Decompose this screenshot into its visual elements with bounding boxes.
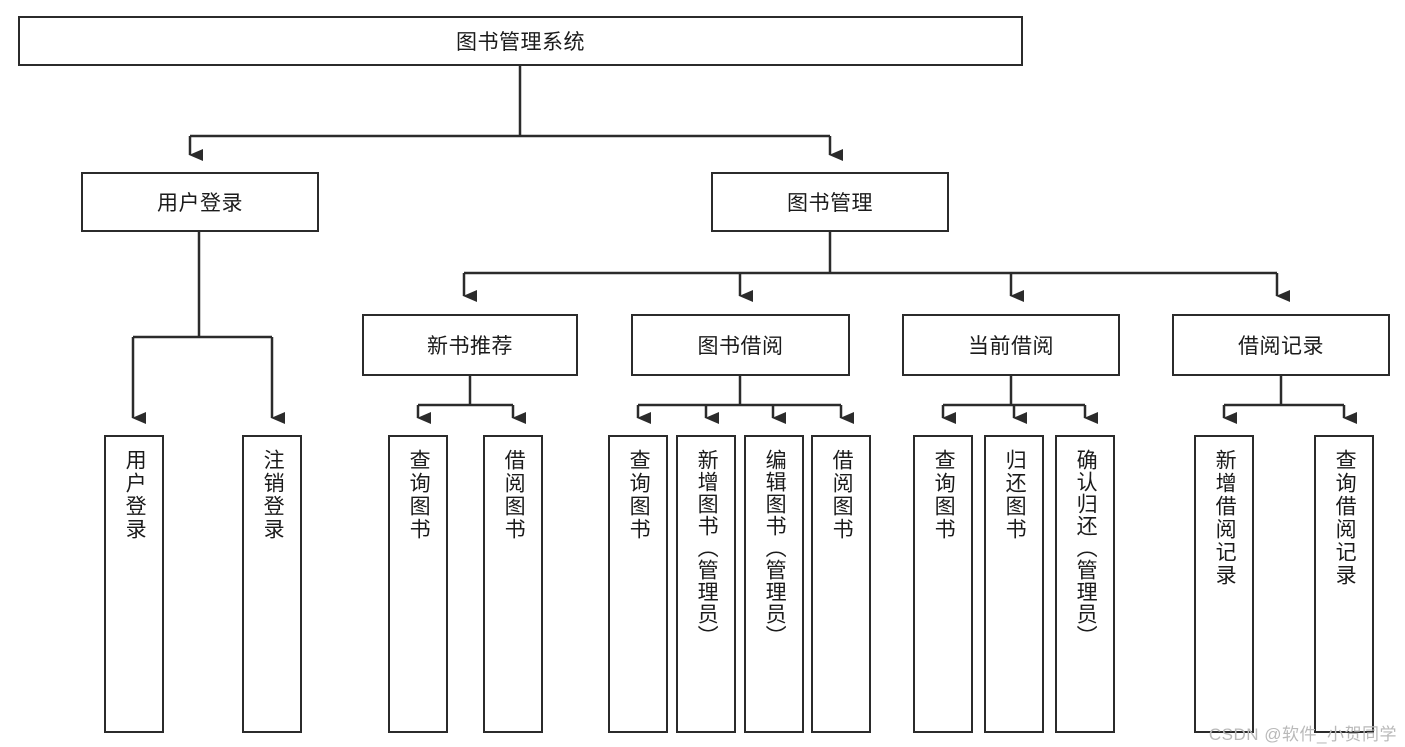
leaf-logout[interactable]: 注销登录 — [242, 435, 302, 733]
leaf-add-borrow-record[interactable]: 新增借阅记录 — [1194, 435, 1254, 733]
node-label: 新增借阅记录 — [1213, 449, 1237, 587]
leaf-return-book[interactable]: 归还图书 — [984, 435, 1044, 733]
node-label: 新增图书（管理员） — [695, 449, 719, 647]
node-new-book-recommend[interactable]: 新书推荐 — [362, 314, 578, 376]
node-label: 归还图书 — [1003, 449, 1027, 541]
node-current-borrow[interactable]: 当前借阅 — [902, 314, 1120, 376]
leaf-add-book[interactable]: 新增图书（管理员） — [676, 435, 736, 733]
node-book-borrow[interactable]: 图书借阅 — [631, 314, 850, 376]
leaf-borrow-book-borrow[interactable]: 借阅图书 — [811, 435, 871, 733]
node-label: 新书推荐 — [427, 335, 513, 358]
node-label: 借阅图书 — [502, 449, 526, 541]
leaf-confirm-return[interactable]: 确认归还（管理员） — [1055, 435, 1115, 733]
node-label: 借阅记录 — [1238, 335, 1324, 358]
node-label: 查询借阅记录 — [1333, 449, 1357, 587]
node-label: 用户登录 — [123, 449, 147, 541]
leaf-query-book-current[interactable]: 查询图书 — [913, 435, 973, 733]
watermark-text: CSDN @软件_小贺同学 — [1208, 725, 1397, 744]
node-borrow-record[interactable]: 借阅记录 — [1172, 314, 1390, 376]
leaf-query-book-borrow[interactable]: 查询图书 — [608, 435, 668, 733]
node-user-login[interactable]: 用户登录 — [81, 172, 319, 232]
node-root-system[interactable]: 图书管理系统 — [18, 16, 1023, 66]
node-label: 编辑图书（管理员） — [763, 449, 787, 647]
leaf-borrow-book-new-recommend[interactable]: 借阅图书 — [483, 435, 543, 733]
node-book-management[interactable]: 图书管理 — [711, 172, 949, 232]
node-label: 图书管理系统 — [456, 31, 585, 54]
node-label: 图书管理 — [787, 192, 873, 215]
node-label: 查询图书 — [627, 449, 651, 541]
leaf-user-login[interactable]: 用户登录 — [104, 435, 164, 733]
node-label: 图书借阅 — [697, 335, 784, 358]
node-label: 用户登录 — [157, 192, 243, 215]
node-label: 当前借阅 — [968, 335, 1054, 358]
leaf-query-book-new-recommend[interactable]: 查询图书 — [388, 435, 448, 733]
leaf-query-borrow-record[interactable]: 查询借阅记录 — [1314, 435, 1374, 733]
node-label: 确认归还（管理员） — [1074, 449, 1098, 647]
node-label: 查询图书 — [932, 449, 956, 541]
node-label: 查询图书 — [407, 449, 431, 541]
leaf-edit-book[interactable]: 编辑图书（管理员） — [744, 435, 804, 733]
node-label: 借阅图书 — [830, 449, 854, 541]
node-label: 注销登录 — [261, 449, 285, 541]
